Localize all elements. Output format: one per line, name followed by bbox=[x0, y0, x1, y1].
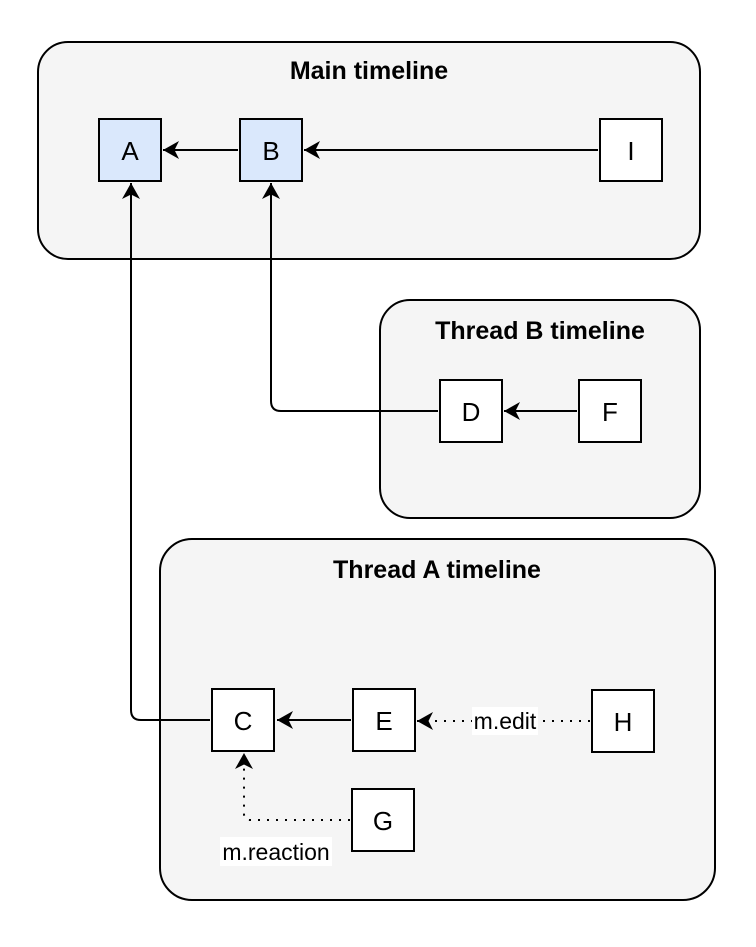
thread-b-timeline-container: Thread B timeline bbox=[379, 299, 701, 519]
node-B-label: B bbox=[262, 136, 279, 166]
node-D: D bbox=[439, 379, 503, 443]
node-A-label: A bbox=[121, 136, 139, 166]
edge-C-to-A bbox=[122, 183, 210, 721]
edge-D-to-B bbox=[262, 183, 438, 412]
m-edit-label-background bbox=[472, 707, 538, 735]
node-B: B bbox=[239, 118, 303, 182]
node-I: I bbox=[599, 118, 663, 182]
m-reaction-label-background bbox=[220, 837, 332, 866]
node-C-label: C bbox=[234, 706, 253, 736]
node-E: E bbox=[352, 688, 416, 752]
node-D-label: D bbox=[462, 397, 481, 427]
node-H: H bbox=[591, 689, 655, 753]
node-E-label: E bbox=[375, 706, 392, 736]
node-A: A bbox=[98, 118, 162, 182]
node-G: G bbox=[351, 788, 415, 852]
m-edit-label: m.edit bbox=[474, 708, 537, 734]
node-F-label: F bbox=[602, 397, 618, 427]
node-I-label: I bbox=[627, 136, 634, 166]
node-H-label: H bbox=[614, 707, 633, 737]
thread-b-timeline-box bbox=[379, 299, 701, 519]
node-G-label: G bbox=[373, 806, 393, 836]
thread-a-timeline-container: Thread A timeline bbox=[159, 538, 716, 901]
node-F: F bbox=[578, 379, 642, 443]
edge-label-m-reaction: m.reaction bbox=[220, 837, 332, 866]
edge-label-m-edit: m.edit bbox=[472, 707, 538, 735]
edge-G-to-C bbox=[235, 753, 350, 821]
main-timeline-title: Main timeline bbox=[290, 57, 448, 85]
m-reaction-label: m.reaction bbox=[222, 839, 329, 865]
node-C: C bbox=[211, 688, 275, 752]
thread-a-timeline-title: Thread A timeline bbox=[333, 556, 541, 584]
thread-b-timeline-title: Thread B timeline bbox=[435, 317, 645, 345]
